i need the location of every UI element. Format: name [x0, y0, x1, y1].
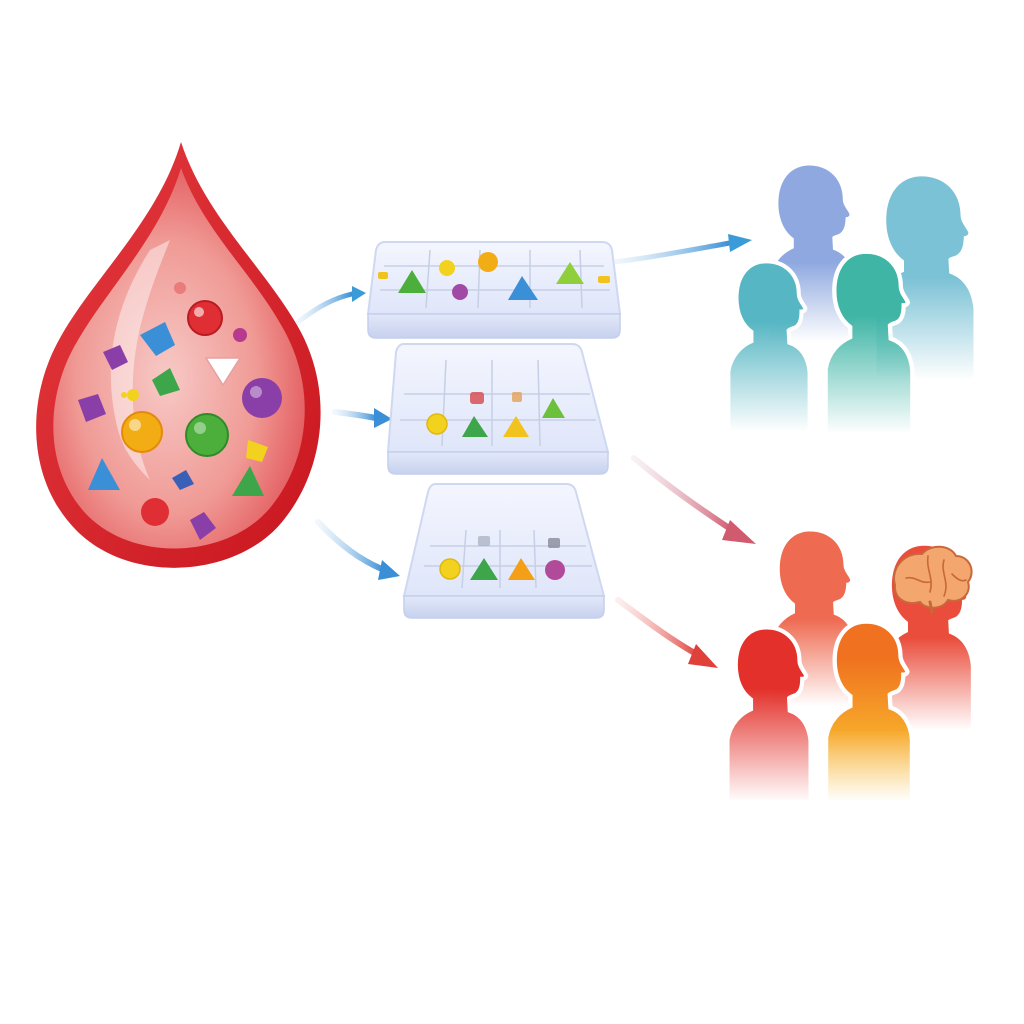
disease-group	[727, 531, 973, 802]
plate-biomarkers	[378, 252, 610, 300]
arrows-plates-to-groups	[611, 234, 756, 668]
person-head-icon	[728, 261, 809, 432]
assay-plate-icon	[402, 483, 606, 619]
blood-drop-icon	[36, 142, 321, 568]
assay-plate-icon	[366, 241, 622, 339]
healthy-group	[728, 165, 974, 434]
brain-icon	[893, 545, 973, 614]
plate-biomarkers	[426, 392, 565, 437]
person-head-icon	[727, 627, 810, 802]
arrows-drop-to-plates	[295, 286, 400, 580]
plate-biomarkers	[439, 536, 565, 580]
assay-plate-icon	[386, 343, 610, 475]
person-head-icon	[826, 252, 913, 434]
person-head-icon	[826, 622, 912, 802]
drop-biomarkers	[78, 282, 282, 540]
